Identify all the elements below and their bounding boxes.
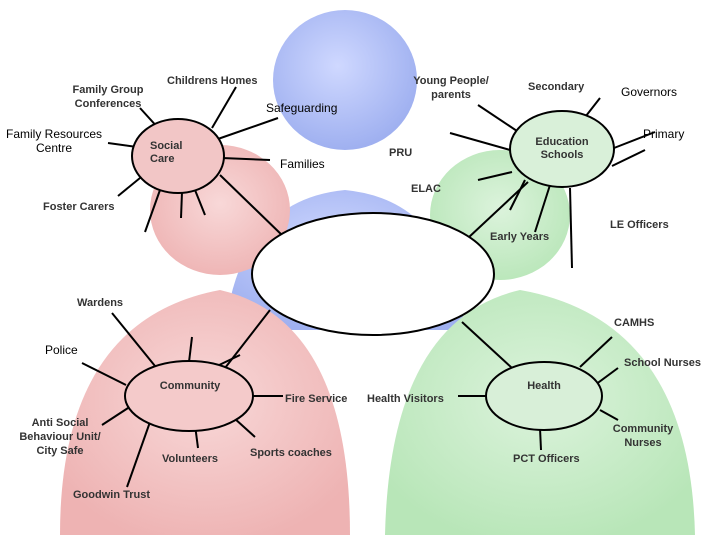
early-years-label: Early Years xyxy=(490,231,550,243)
pru-label: PRU xyxy=(389,147,413,159)
connector-lines xyxy=(81,86,656,488)
health-label: Health xyxy=(527,380,561,392)
secondary-label: Secondary xyxy=(528,81,585,93)
health-hub xyxy=(485,361,603,431)
le-officers-label: LE Officers xyxy=(610,219,669,231)
governors-label: Governors xyxy=(621,85,678,99)
social-care-label: Social Care xyxy=(150,140,183,165)
safeguarding-label: Safeguarding xyxy=(266,101,338,115)
family-group-conferences-label: Family Group Conferences xyxy=(72,84,144,110)
camhs-label: CAMHS xyxy=(614,317,655,329)
blue-figure-head xyxy=(273,10,417,150)
childrens-homes-label: Childrens Homes xyxy=(167,75,258,87)
young-people-parents-label: Young People/ parents xyxy=(413,75,489,101)
pct-officers-label: PCT Officers xyxy=(513,453,580,465)
elac-label: ELAC xyxy=(411,183,441,195)
community-hub xyxy=(124,360,254,432)
community-nurses-label: Community Nurses xyxy=(612,423,674,449)
center-ellipse xyxy=(251,212,495,336)
sports-coaches-label: Sports coaches xyxy=(250,447,332,459)
volunteers-label: Volunteers xyxy=(162,453,219,465)
school-nurses-label: School Nurses xyxy=(624,357,702,369)
community-label: Community xyxy=(159,380,221,392)
families-label: Families xyxy=(280,157,325,171)
foster-carers-label: Foster Carers xyxy=(43,201,115,213)
goodwin-trust-label: Goodwin Trust xyxy=(73,489,150,501)
anti-social-behaviour-label: Anti Social Behaviour Unit/ City Safe xyxy=(19,417,101,457)
wardens-label: Wardens xyxy=(77,297,124,309)
primary-label: Primary xyxy=(643,127,685,141)
health-visitors-label: Health Visitors xyxy=(367,393,444,405)
fire-service-label: Fire Service xyxy=(285,393,348,405)
social-care-hub xyxy=(131,118,225,194)
education-schools-label: Education Schools xyxy=(535,136,589,161)
education-hub xyxy=(509,110,615,188)
family-resources-centre-label: Family Resources Centre xyxy=(5,127,103,155)
police-label: Police xyxy=(45,343,78,357)
